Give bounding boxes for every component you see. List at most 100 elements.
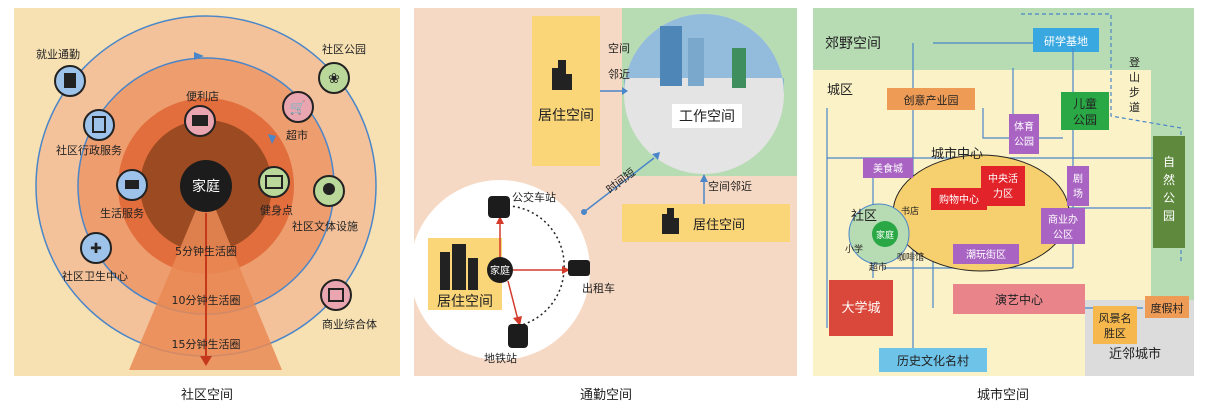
near-top-1: 空间 <box>608 41 630 55</box>
facility-fitness: 健身点 <box>258 166 293 217</box>
university-label: 大学城 <box>841 300 880 316</box>
facility-label: 社区卫生中心 <box>62 269 128 283</box>
kids-park-1: 儿童 <box>1073 96 1097 111</box>
facility-label: 就业通勤 <box>36 47 80 61</box>
theater-1: 剧 <box>1073 173 1083 185</box>
cbd-1: 中央活 <box>988 172 1018 185</box>
work-label: 工作空间 <box>679 109 735 125</box>
facility-supermarket: 🛒 超市 <box>282 91 314 142</box>
ring-arrow-icon <box>268 134 276 144</box>
facility-store: 便利店 <box>184 89 219 137</box>
business-1: 商业办 <box>1048 213 1078 226</box>
ring-arrow-icon <box>194 52 204 60</box>
svg-text:✚: ✚ <box>90 241 102 257</box>
arrow-icon <box>562 266 570 274</box>
creative-park-label: 创意产业园 <box>904 93 959 107</box>
trail-4: 道 <box>1129 100 1140 114</box>
cafe-label: 咖啡馆 <box>897 251 924 263</box>
community-space-diagram: 家庭 5分钟生活圈 10分钟生活圈 15分钟生活圈 就业通勤 ❀ 社区公园 便利… <box>35 15 377 370</box>
facility-culture: 社区文体设施 <box>292 175 358 233</box>
scenic-1: 风景名 <box>1099 311 1132 325</box>
facility-label: 社区公园 <box>322 42 366 56</box>
near-top-2: 邻近 <box>608 68 630 81</box>
trend-street-box <box>953 244 1019 264</box>
school-label: 小学 <box>845 243 863 255</box>
arrow-icon <box>622 87 628 95</box>
facility-admin: 社区行政服务 <box>56 109 122 157</box>
arrow-icon <box>513 316 522 326</box>
svg-text:🛒: 🛒 <box>290 100 306 116</box>
ring-label-15: 15分钟生活圈 <box>172 337 241 351</box>
tree-icon <box>318 62 350 94</box>
scenic-2: 胜区 <box>1104 326 1126 340</box>
theater-2: 场 <box>1073 187 1083 200</box>
id-card-icon <box>83 109 115 141</box>
metro-label: 地铁站 <box>484 351 517 365</box>
residence-main-label: 居住空间 <box>437 294 493 310</box>
heritage-label: 历史文化名村 <box>897 353 969 368</box>
heritage-box <box>879 348 987 372</box>
work-label-box <box>672 104 742 128</box>
arrow-icon <box>700 174 708 182</box>
creative-park-box <box>887 88 975 110</box>
building-icon <box>440 252 450 290</box>
bus-label: 公交车站 <box>512 190 556 204</box>
community-space-panel: 家庭 5分钟生活圈 10分钟生活圈 15分钟生活圈 就业通勤 ❀ 社区公园 便利… <box>14 8 400 376</box>
kids-park-box <box>1061 92 1109 130</box>
facility-mall: 商业综合体 <box>320 279 377 331</box>
facility-label: 社区文体设施 <box>292 219 358 233</box>
kids-park-2: 公园 <box>1073 113 1097 127</box>
nature-park-3: 公 <box>1163 191 1175 205</box>
facility-label: 健身点 <box>260 203 293 217</box>
theater-box <box>1067 166 1089 206</box>
business-2: 公区 <box>1053 229 1073 241</box>
shopping-box <box>931 188 987 210</box>
trail-2: 山 <box>1129 71 1140 84</box>
trail-path <box>1021 13 1182 262</box>
cart-icon <box>282 91 314 123</box>
shopping-label: 购物中心 <box>939 193 979 206</box>
caption-city: 城市空间 <box>976 388 1029 403</box>
mall-icon <box>320 279 352 311</box>
neighbor-city-label: 近邻城市 <box>1109 346 1161 362</box>
city-center-label: 城市中心 <box>931 146 983 162</box>
facility-label: 便利店 <box>186 89 219 103</box>
taxi-label: 出租车 <box>582 281 615 295</box>
residence-right-box <box>622 204 790 242</box>
svg-text:❀: ❀ <box>328 71 340 87</box>
cbd-2: 力区 <box>993 187 1013 200</box>
cbd-box <box>981 166 1025 206</box>
residence-top-box <box>532 16 600 166</box>
community-home-label: 家庭 <box>876 229 894 241</box>
sports-park-1: 体育 <box>1014 120 1034 133</box>
ring-label-5: 5分钟生活圈 <box>175 244 237 258</box>
nature-park-2: 然 <box>1163 172 1175 187</box>
facility-commute: 就业通勤 <box>36 47 86 97</box>
trail-1: 登 <box>1129 55 1140 69</box>
facility-life-service: 生活服务 <box>100 169 148 220</box>
nature-park-box <box>1153 136 1185 248</box>
performance-label: 演艺中心 <box>995 292 1043 307</box>
trail-3: 步 <box>1129 86 1140 99</box>
city-area-label: 城区 <box>827 83 853 98</box>
city-space-panel: 郊野空间 研学基地 登 山 步 道 近邻城市 城区 <box>813 8 1194 376</box>
building-icon <box>552 68 558 90</box>
trend-street-label: 潮玩街区 <box>966 248 1006 261</box>
bookstore-label: 书店 <box>901 205 919 217</box>
resort-box <box>1145 296 1189 318</box>
university-box <box>829 280 893 336</box>
community-label: 社区 <box>851 208 877 224</box>
nature-park-1: 自 <box>1163 155 1175 169</box>
city-space-diagram: 郊野空间 研学基地 登 山 步 道 近邻城市 城区 <box>813 8 1194 376</box>
commute-space-diagram: 工作空间 居住空间 空间 邻近 居住空间 空间邻近 居住空间 家庭 <box>410 8 797 365</box>
home-label: 家庭 <box>490 264 510 277</box>
facility-label: 生活服务 <box>100 206 144 220</box>
home-node <box>180 160 232 212</box>
suburb-label: 郊野空间 <box>825 35 881 52</box>
community-home-node <box>872 221 898 247</box>
food-city-label: 美食城 <box>873 162 903 175</box>
bus-icon <box>488 196 510 218</box>
market-label: 超市 <box>869 261 887 273</box>
resort-label: 度假村 <box>1151 301 1184 315</box>
arrow-icon <box>652 152 660 160</box>
